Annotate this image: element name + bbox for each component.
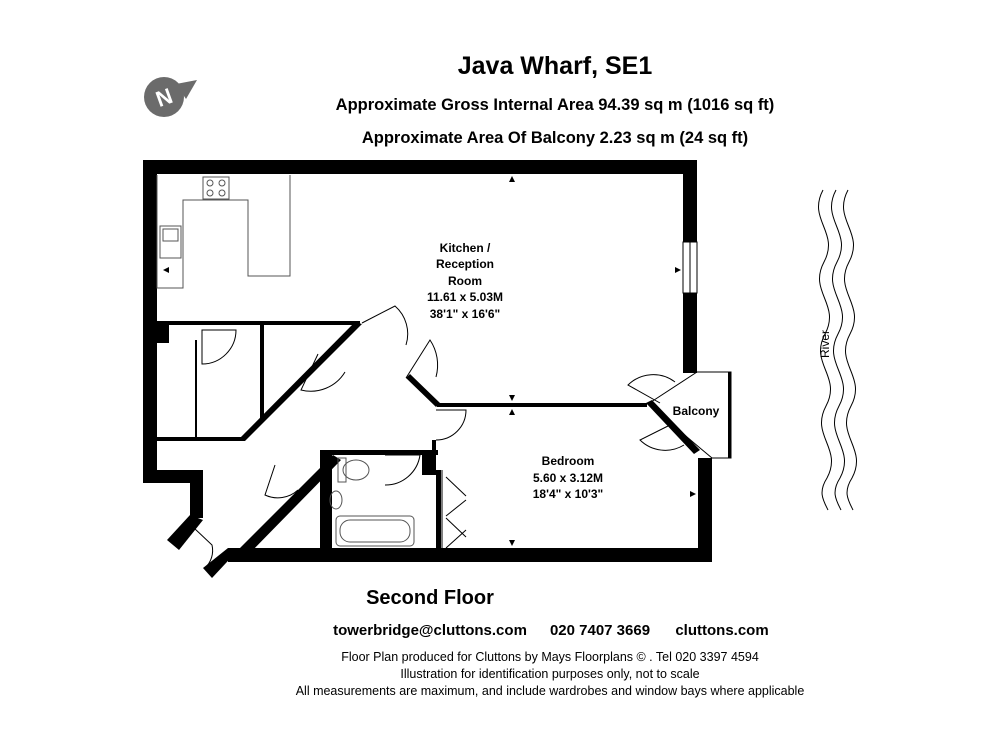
river-label: River — [818, 330, 832, 358]
svg-text:38'1" x 16'6": 38'1" x 16'6" — [430, 307, 500, 321]
contact-website: cluttons.com — [675, 622, 769, 639]
walls — [143, 160, 732, 578]
north-arrow-icon: N — [144, 77, 197, 117]
bathroom-fixtures — [329, 457, 415, 547]
svg-text:Kitchen /: Kitchen / — [440, 241, 491, 255]
river-waves — [818, 189, 857, 511]
door-swings — [193, 305, 685, 569]
floor-label: Second Floor — [366, 587, 494, 609]
balcony-label: Balcony — [673, 404, 720, 418]
gross-internal-area: Approximate Gross Internal Area 94.39 sq… — [335, 96, 775, 114]
contact-email: towerbridge@cluttons.com — [333, 622, 527, 639]
svg-text:18'4" x 10'3": 18'4" x 10'3" — [533, 487, 603, 501]
svg-text:11.61 x 5.03M: 11.61 x 5.03M — [427, 290, 503, 304]
contact-phone: 020 7407 3669 — [549, 622, 651, 639]
footer-measurements: All measurements are maximum, and includ… — [295, 684, 805, 698]
bedroom-label: Bedroom 5.60 x 3.12M 18'4" x 10'3" — [533, 454, 603, 501]
kitchen-counter — [156, 175, 291, 289]
page-title: Java Wharf, SE1 — [457, 52, 653, 80]
kitchen-reception-label: Kitchen / Reception Room 11.61 x 5.03M 3… — [427, 241, 503, 321]
dimension-markers — [163, 176, 696, 546]
svg-text:Bedroom: Bedroom — [542, 454, 595, 468]
svg-text:Reception: Reception — [436, 257, 494, 271]
svg-text:Room: Room — [448, 274, 482, 288]
footer-disclaimer: Illustration for identification purposes… — [400, 667, 700, 681]
footer-credit: Floor Plan produced for Cluttons by Mays… — [341, 650, 759, 664]
svg-text:5.60 x 3.12M: 5.60 x 3.12M — [533, 471, 603, 485]
balcony-area: Approximate Area Of Balcony 2.23 sq m (2… — [361, 129, 749, 147]
